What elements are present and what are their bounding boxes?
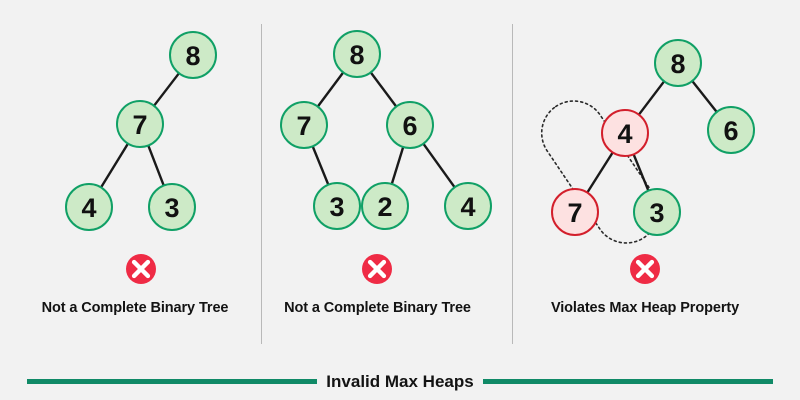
tree-edge: [390, 145, 405, 186]
node-circle-4: [601, 109, 649, 157]
node-label-4: 4: [460, 192, 475, 222]
node-circle-8: [333, 30, 381, 78]
tree-node: 6: [386, 101, 434, 149]
tree-edge: [690, 79, 719, 114]
tree-edge: [632, 152, 650, 193]
tree-node: 7: [551, 188, 599, 236]
tree-node: 3: [148, 183, 196, 231]
node-label-3: 3: [649, 198, 664, 228]
node-circle-7: [116, 100, 164, 148]
node-circle-3: [313, 182, 361, 230]
footer-banner: Invalid Max Heaps: [0, 362, 800, 400]
node-label-7: 7: [296, 111, 311, 141]
panel-divider-1: [261, 24, 262, 344]
tree-node: 8: [654, 39, 702, 87]
node-label-8: 8: [185, 41, 200, 71]
footer-rule-left: [27, 378, 318, 384]
node-label-2: 2: [377, 192, 392, 222]
node-circle-7: [280, 101, 328, 149]
node-label-8: 8: [670, 49, 685, 79]
error-x-icon: [630, 254, 660, 284]
node-circle-8: [169, 31, 217, 79]
node-label-7: 7: [567, 198, 582, 228]
error-badge-stroke: [131, 259, 151, 279]
node-label-7: 7: [132, 110, 147, 140]
tree-node: 3: [633, 188, 681, 236]
footer-title: Invalid Max Heaps: [326, 371, 474, 391]
tree-edge: [152, 71, 181, 108]
caption-panel-2: Not a Complete Binary Tree: [284, 300, 471, 316]
tree-node: 7: [280, 101, 328, 149]
panel-violates-max-heap: 8 4 6 7 3: [540, 39, 755, 244]
tree-edge: [637, 79, 666, 117]
tree-edge: [369, 70, 398, 109]
node-circle-6: [707, 106, 755, 154]
node-label-4: 4: [81, 193, 96, 223]
node-circle-2: [361, 182, 409, 230]
panel-divider-2: [512, 24, 513, 344]
tree-node: 3: [313, 182, 361, 230]
node-label-3: 3: [329, 192, 344, 222]
node-circle-4: [65, 183, 113, 231]
node-circle-3: [633, 188, 681, 236]
tree-edge: [146, 144, 166, 187]
tree-edge: [311, 144, 330, 187]
tree-node: 8: [333, 30, 381, 78]
tree-node: 4: [65, 183, 113, 231]
caption-panel-1: Not a Complete Binary Tree: [41, 300, 229, 316]
tree-node: 7: [116, 100, 164, 148]
node-label-6: 6: [402, 111, 417, 141]
footer-rule-right: [482, 378, 773, 384]
tree-node: 2: [361, 182, 409, 230]
heap-trees-graphic: 8 7 4 3 8 7 6 3 2 4 8 4 6 7 3: [65, 30, 755, 284]
tree-edges: [311, 70, 457, 189]
tree-node: 4: [601, 109, 649, 157]
error-x-icon: [362, 254, 392, 284]
tree-edge: [421, 142, 457, 189]
node-circle-3: [148, 183, 196, 231]
node-label-4: 4: [617, 119, 632, 149]
tree-edge: [316, 70, 345, 109]
panel-not-complete-2: 8 7 6 3 2 4: [280, 30, 492, 230]
tree-edge: [585, 150, 615, 195]
node-circle-4: [444, 182, 492, 230]
panel-not-complete-1: 8 7 4 3: [65, 31, 217, 231]
tree-edges: [99, 71, 181, 189]
node-circle-7: [551, 188, 599, 236]
error-x-icon: [126, 254, 156, 284]
tree-node: 8: [169, 31, 217, 79]
caption-panel-3: Violates Max Heap Property: [550, 300, 740, 316]
node-label-3: 3: [164, 193, 179, 223]
tree-edges: [585, 79, 719, 195]
tree-node: 4: [444, 182, 492, 230]
tree-node: 6: [707, 106, 755, 154]
node-circle-8: [654, 39, 702, 87]
node-label-6: 6: [723, 116, 738, 146]
error-badge-stroke: [367, 259, 387, 279]
error-badge-stroke: [635, 259, 655, 279]
node-circle-6: [386, 101, 434, 149]
tree-edge: [99, 142, 130, 189]
node-label-8: 8: [349, 40, 364, 70]
